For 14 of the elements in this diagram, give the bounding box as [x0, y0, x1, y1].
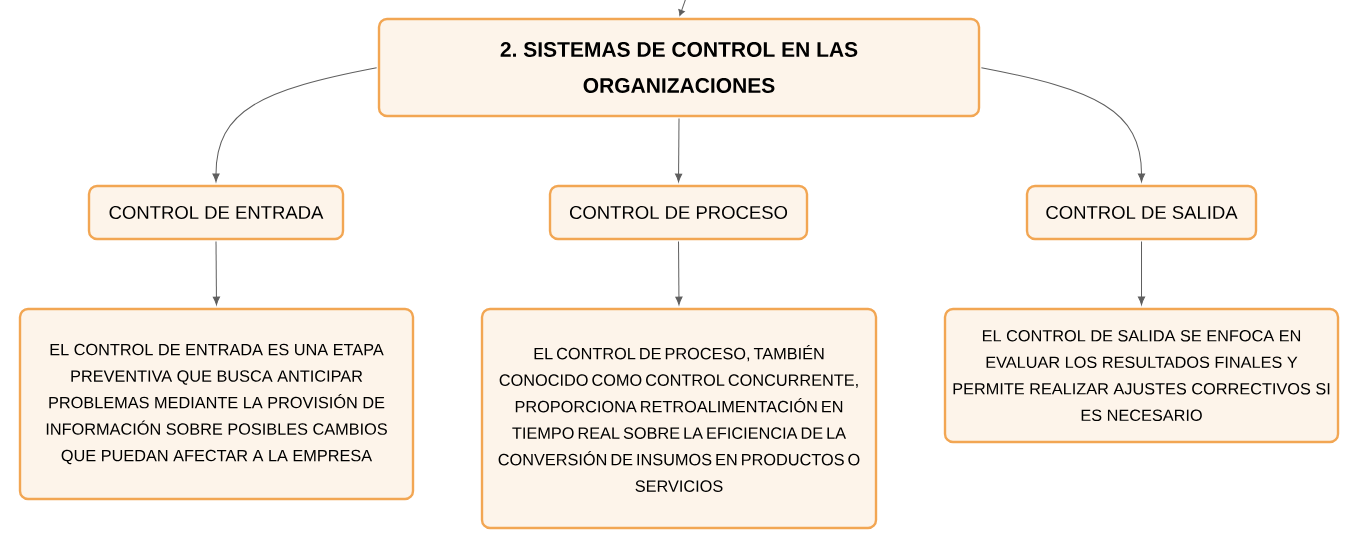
- connector-arrow: [678, 0, 687, 16]
- description-box: EL CONTROL DE SALIDA SE ENFOCA EN EVALUAR LOS RESULTADOS FINALES Y PERMITE REALIZAR AJUSTES CORRECTIVOS SI ES NECESARIO: [943, 307, 1340, 444]
- connector-arrow: [980, 67, 1146, 183]
- category-box: CONTROL DE SALIDA: [1025, 184, 1258, 241]
- connector-arrow: [675, 240, 683, 306]
- connector-arrow: [1137, 240, 1146, 306]
- category-box: CONTROL DE PROCESO: [548, 184, 809, 241]
- topic-box: 2. SISTEMAS DE CONTROL EN LAS ORGANIZACIONES: [377, 17, 981, 118]
- description-box: EL CONTROL DE PROCESO, TAMBIÉN CONOCIDO COMO CONTROL CONCURRENTE, PROPORCIONA RETROALIMENTACIÓN EN TIEMPO REAL SOBRE LA EFICIENCIA DE LA CONVERSIÓN DE INSUMOS EN PRODUCTOS O SERVICIOS: [480, 307, 878, 530]
- connector-arrow: [212, 67, 378, 183]
- connector-arrow: [212, 240, 221, 306]
- description-box: EL CONTROL DE ENTRADA ES UNA ETAPA PREVENTIVA QUE BUSCA ANTICIPAR PROBLEMAS MEDIANTE LA PROVISIÓN DE INFORMACIÓN SOBRE POSIBLES CAMBIOS QUE PUEDAN AFECTAR A LA EMPRESA: [18, 307, 415, 501]
- connector-arrow: [675, 117, 683, 183]
- category-box: CONTROL DE ENTRADA: [87, 184, 345, 241]
